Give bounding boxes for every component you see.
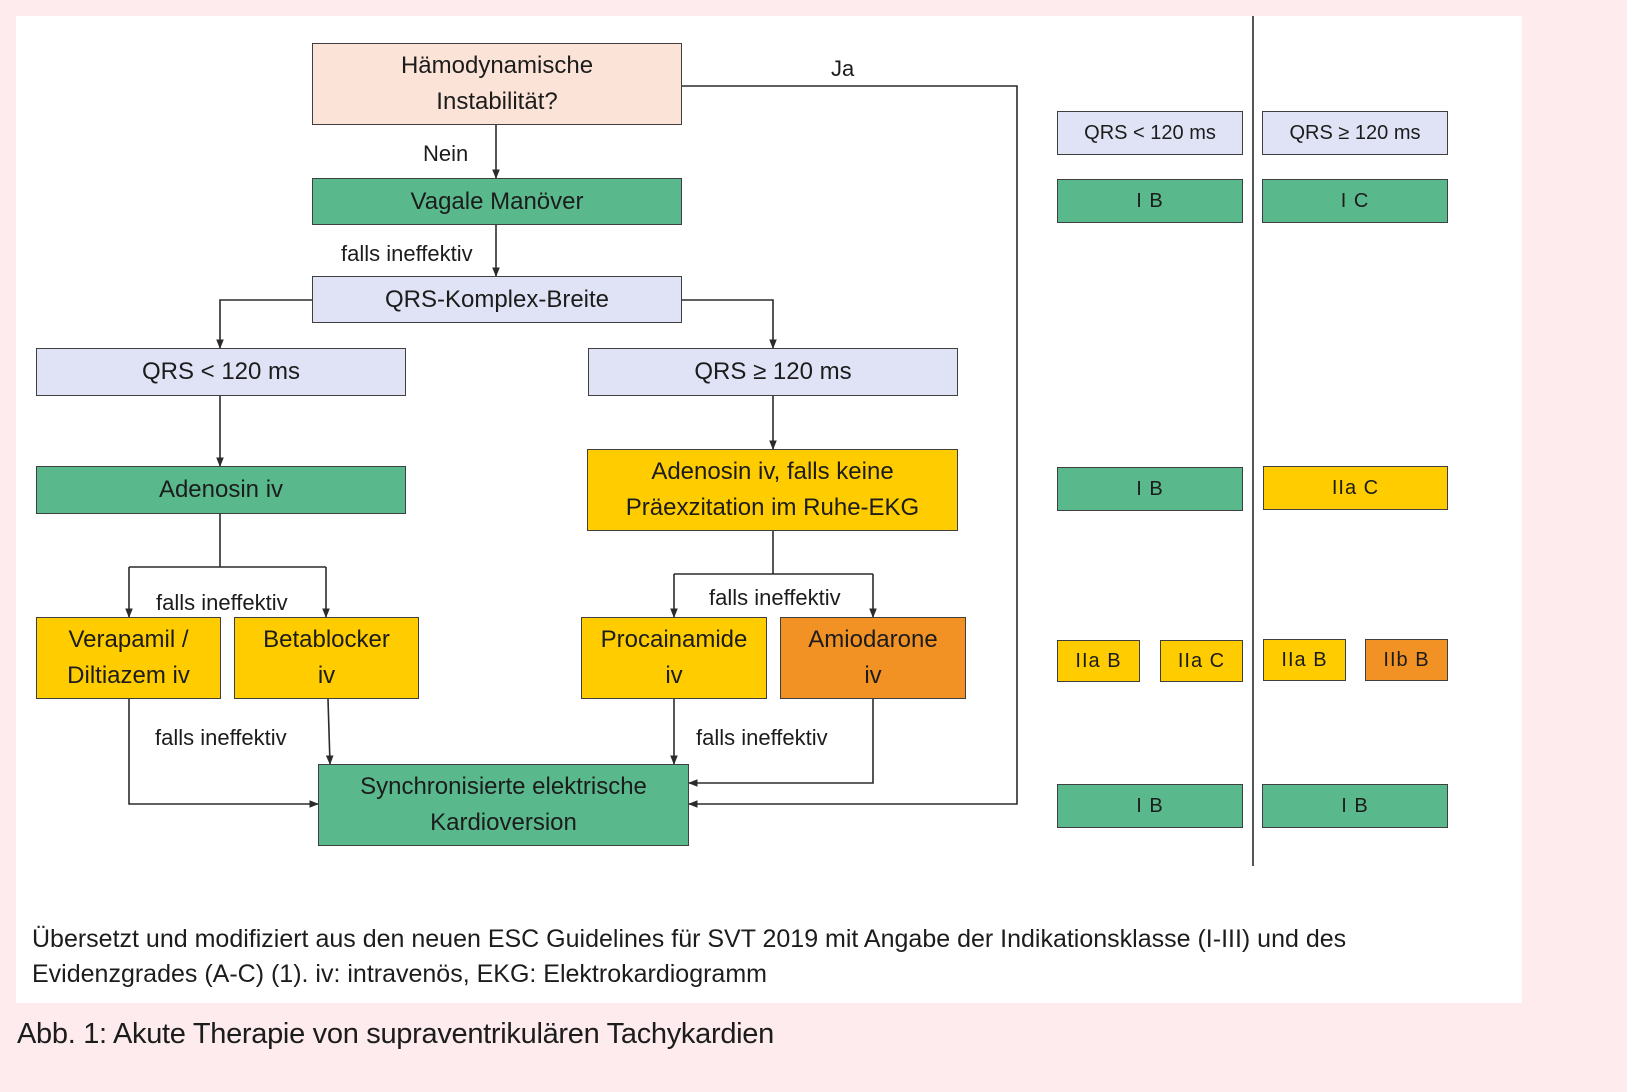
node-qrs-narrow: QRS < 120 ms	[36, 348, 406, 396]
node-vagal-maneuver: Vagale Manöver	[312, 178, 682, 225]
rating-adenosin-narrow: I B	[1057, 467, 1243, 511]
rating-adenosin-wide: IIa C	[1263, 466, 1448, 510]
figure-caption: Übersetzt und modifiziert aus den neuen …	[32, 925, 1347, 988]
rating-header-narrow: QRS < 120 ms	[1057, 111, 1243, 155]
edge-to-verapamil	[129, 566, 326, 617]
rating-verapamil-narrow: IIa B	[1057, 640, 1140, 682]
node-adenosin-wide: Adenosin iv, falls keine Präexzitation i…	[587, 449, 958, 531]
edge-amiodarone-cardioversion	[688, 699, 874, 787]
edge-to-procainamide	[674, 573, 873, 617]
edge-yes	[681, 85, 1018, 808]
node-cardioversion: Synchronisierte elektrische Kardioversio…	[318, 764, 689, 846]
rating-betablocker-narrow: IIa C	[1160, 640, 1243, 682]
node-betablocker: Betablocker iv	[234, 617, 419, 699]
edge-verapamil-cardioversion	[128, 699, 319, 808]
edge-label-ineffective: falls ineffektiv	[155, 725, 287, 750]
rating-procainamide-wide: IIa B	[1263, 639, 1346, 681]
edge-label-ineffective: falls ineffektiv	[156, 590, 288, 615]
figure-panel: Hämodynamische Instabilität? Vagale Manö…	[16, 16, 1522, 1003]
edge-label-no: Nein	[423, 141, 469, 166]
rating-cardioversion-narrow: I B	[1057, 784, 1243, 828]
node-instability: Hämodynamische Instabilität?	[312, 43, 682, 125]
connector-layer	[16, 16, 1254, 866]
edge-qrs-narrow	[216, 299, 312, 349]
node-adenosin: Adenosin iv	[36, 466, 406, 514]
rating-vagal-narrow: I B	[1057, 179, 1243, 223]
rating-cardioversion-wide: I B	[1262, 784, 1448, 828]
rating-header-wide: QRS ≥ 120 ms	[1262, 111, 1448, 155]
edge-label-ineffective: falls ineffektiv	[696, 725, 828, 750]
rating-vagal-wide: I C	[1262, 179, 1448, 223]
edge-betablocker-cardioversion	[325, 698, 334, 765]
node-verapamil: Verapamil / Diltiazem iv	[36, 617, 221, 699]
figure-title: Abb. 1: Akute Therapie von supraventriku…	[17, 1018, 774, 1050]
node-qrs-width: QRS-Komplex-Breite	[312, 276, 682, 323]
rating-amiodarone-wide: IIb B	[1365, 639, 1448, 681]
edge-qrs-wide	[681, 299, 777, 349]
edge-label-ineffective: falls ineffektiv	[341, 241, 473, 266]
node-qrs-wide: QRS ≥ 120 ms	[588, 348, 958, 396]
node-procainamide: Procainamide iv	[581, 617, 767, 699]
edge-label-yes: Ja	[831, 56, 855, 81]
node-amiodarone: Amiodarone iv	[780, 617, 966, 699]
edge-label-ineffective: falls ineffektiv	[709, 585, 841, 610]
